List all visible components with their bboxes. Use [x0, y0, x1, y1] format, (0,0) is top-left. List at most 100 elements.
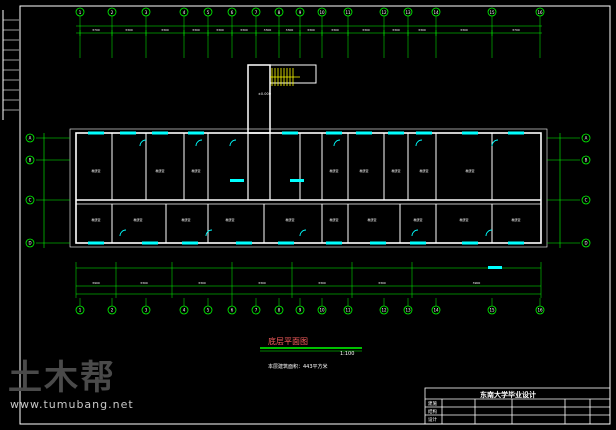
dimension-value: 3700: [512, 28, 520, 32]
axis-bubble-left: [25, 155, 35, 165]
window-north: [416, 131, 432, 135]
window-north: [88, 131, 104, 135]
axis-label-left: D: [28, 241, 31, 246]
room-label: 教研室: [359, 168, 368, 173]
drawing-scale: 1:100: [340, 351, 354, 357]
door-swing: [119, 229, 127, 237]
axis-label-top: 5: [207, 10, 210, 15]
door-swing: [299, 229, 307, 237]
window-north: [508, 131, 524, 135]
title-block-table: [424, 387, 611, 425]
sheet-border: [19, 5, 611, 425]
axis-label-bottom: 1: [79, 308, 82, 313]
axis-label-bottom: 16: [537, 308, 543, 313]
dimension-value: 3300: [392, 28, 400, 32]
axis-label-bottom: 15: [489, 308, 495, 313]
door-swing: [415, 139, 423, 147]
dimension-value: 3300: [258, 281, 266, 285]
room-label: 教研室: [329, 217, 338, 222]
axis-bubble-right: [581, 238, 591, 248]
dimension-value: 3300: [240, 28, 248, 32]
axis-label-top: 16: [537, 10, 543, 15]
room-label: 教研室: [225, 217, 234, 222]
window-south: [182, 241, 198, 245]
stair-landing-mark: [230, 179, 244, 182]
dimension-value: 3300: [331, 28, 339, 32]
door-swing: [205, 229, 213, 237]
title-block-row-label: 设计: [428, 416, 437, 423]
axis-bubble-bottom: [179, 305, 189, 315]
dimension-value: 3700: [92, 28, 100, 32]
title-block-school: 东南大学毕业设计: [480, 390, 536, 399]
axis-label-top: 11: [345, 10, 351, 15]
door-swing: [485, 229, 493, 237]
door-swing: [139, 139, 147, 147]
axis-label-bottom: 10: [319, 308, 325, 313]
axis-label-top: 9: [299, 10, 302, 15]
window-south: [462, 241, 478, 245]
axis-label-right: D: [584, 241, 587, 246]
room-label: 教研室: [329, 168, 338, 173]
door-openings: [88, 131, 524, 245]
axis-label-top: 1: [79, 10, 82, 15]
axis-bubble-bottom: [317, 305, 327, 315]
axis-bubble-bottom: [295, 305, 305, 315]
axis-bubble-bottom: [227, 305, 237, 315]
axis-bubble-bottom: [107, 305, 117, 315]
axis-label-bottom: 12: [381, 308, 387, 313]
room-label: 教研室: [133, 217, 142, 222]
entrance-mark: [488, 266, 502, 269]
room-label: 教研室: [459, 217, 468, 222]
axis-label-left: B: [29, 158, 32, 163]
window-south: [278, 241, 294, 245]
title-block-row-label: 结构: [428, 408, 437, 415]
axis-label-bottom: 13: [405, 308, 411, 313]
axis-bubble-right: [581, 195, 591, 205]
window-south: [236, 241, 252, 245]
axis-label-left: C: [29, 198, 32, 203]
window-south: [508, 241, 524, 245]
dimension-value: 3300: [460, 28, 468, 32]
window-south: [142, 241, 158, 245]
room-label: 教研室: [511, 217, 520, 222]
room-label: 教研室: [367, 217, 376, 222]
axis-label-bottom: 14: [433, 308, 439, 313]
window-south: [326, 241, 342, 245]
dimension-value: 3300: [362, 28, 370, 32]
axis-bubble-left: [25, 238, 35, 248]
axis-bubble-left: [25, 195, 35, 205]
window-north: [152, 131, 168, 135]
stair-tower: ±0.000: [247, 64, 317, 134]
dimension-value: 3300: [318, 281, 326, 285]
dimension-value: 3300: [192, 28, 200, 32]
room-label: 教研室: [91, 217, 100, 222]
axis-label-bottom: 2: [111, 308, 114, 313]
drawing-title: 底层平面图: [268, 336, 308, 346]
axis-label-top: 6: [231, 10, 234, 15]
axis-bubble-bottom: [274, 305, 284, 315]
room-label: 教研室: [413, 217, 422, 222]
axis-label-top: 8: [278, 10, 281, 15]
watermark-logo: 土木帮: [8, 358, 116, 398]
window-south: [410, 241, 426, 245]
axis-label-top: 10: [319, 10, 325, 15]
axis-bubble-right: [581, 133, 591, 143]
axis-label-top: 12: [381, 10, 387, 15]
axis-label-top: 2: [111, 10, 114, 15]
stair-landing-mark: [290, 179, 304, 182]
axis-label-top: 4: [183, 10, 186, 15]
room-label: 教研室: [465, 168, 474, 173]
room-partitions: [111, 133, 493, 243]
axis-bubble-bottom: [403, 305, 413, 315]
room-label: 教研室: [91, 168, 100, 173]
drawing-title-block: 底层平面图 1:100 本层建筑面积：443平方米: [260, 336, 362, 370]
dimension-value: 3300: [264, 28, 272, 32]
axis-label-right: A: [585, 136, 588, 141]
door-swing: [229, 139, 237, 147]
dimension-value: 3900: [92, 281, 100, 285]
axis-label-right: B: [585, 158, 588, 163]
title-block-row-label: 建施: [428, 400, 437, 407]
dimension-value: 3300: [286, 28, 294, 32]
